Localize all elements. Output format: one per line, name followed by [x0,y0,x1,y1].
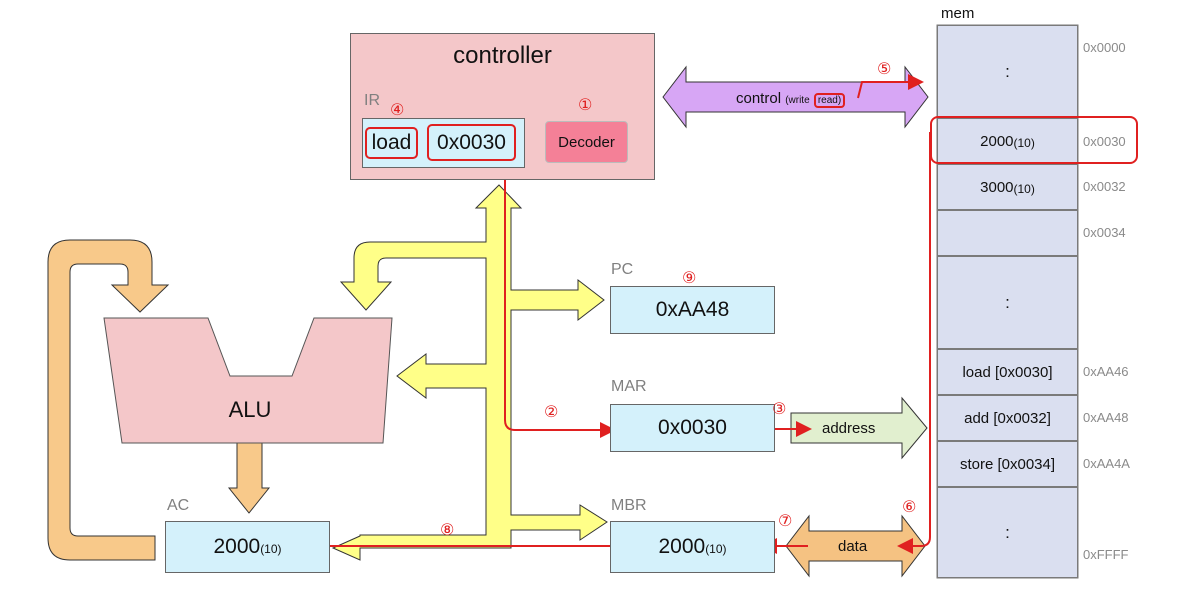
address-bus-label: address [822,420,876,437]
mbr-value: 2000 [658,535,706,558]
step-marker-6: ⑥ [902,499,917,516]
data-bus-label: data [838,538,868,555]
memory-cell-content: load [0x0030] [962,363,1053,381]
memory-address: 0xAA46 [1083,364,1129,379]
mbr-label: MBR [611,497,647,514]
alu-label: ALU [228,397,272,422]
memory-cell: : [937,25,1078,118]
memory-cell-radix: (10) [1013,136,1035,150]
memory-cell: store [0x0034] [937,441,1078,487]
control-bus-label: control (write read) [736,90,846,108]
memory-cell-content: : [1005,522,1010,542]
memory-cell: 2000(10) [937,118,1078,164]
ac-value-radix: (10) [260,542,282,556]
memory-cell [937,210,1078,256]
control-write-label: (write [785,95,810,106]
ir-label: IR [364,92,380,109]
decoder-box: Decoder [545,121,628,163]
pc-label: PC [611,261,634,278]
memory-cell-content: : [1005,292,1010,312]
memory-address: 0x0030 [1083,134,1126,149]
ir-opcode: load [365,127,418,159]
step-marker-4: ④ [390,102,405,119]
memory-address: 0xAA4A [1083,456,1130,471]
memory-highlight [930,116,1138,164]
mbr-value-radix: (10) [705,542,727,556]
memory-address: 0x0000 [1083,40,1126,55]
memory-cell-content: : [1005,61,1010,81]
memory-cell: add [0x0032] [937,395,1078,441]
step-marker-2: ② [544,404,559,421]
control-read-label: read) [813,93,846,108]
step-marker-5: ⑤ [877,61,892,78]
memory-cell: 3000(10) [937,164,1078,210]
memory-cell-content: add [0x0032] [964,409,1051,427]
ac-register: 2000(10) [165,521,330,573]
step-marker-9: ⑨ [682,270,697,287]
memory-address: 0xAA48 [1083,410,1129,425]
internal-bus [331,184,608,561]
step-marker-1: ① [578,97,593,114]
memory-address: 0x0034 [1083,225,1126,240]
mar-label: MAR [611,378,647,395]
memory-address: 0x0032 [1083,179,1126,194]
step-marker-8: ⑧ [440,522,455,539]
memory-title: mem [941,5,975,22]
memory-address: 0xFFFF [1083,547,1129,562]
address-bus-arrow [790,396,928,460]
control-label: control [736,90,782,107]
memory-cell-radix: (10) [1013,182,1035,196]
pc-register: 0xAA48 [610,286,775,334]
controller-title: controller [453,42,552,69]
alu-to-ac-arrow [227,442,271,514]
ac-label: AC [167,497,190,514]
mbr-register: 2000(10) [610,521,775,573]
ac-value: 2000 [213,535,261,558]
memory-to-data-path [897,132,931,554]
memory-cell: load [0x0030] [937,349,1078,395]
step-marker-7: ⑦ [778,513,793,530]
read-signal-path [857,74,924,99]
memory-cell-content: 3000 [980,178,1014,196]
ir-operand: 0x0030 [427,124,516,161]
mar-register: 0x0030 [610,404,775,452]
alu-shape [103,317,393,444]
memory-cell: : [937,256,1078,349]
step-marker-3: ③ [772,401,787,418]
memory-cell-content: 2000 [980,132,1014,150]
alu-feedback-loop [47,239,170,561]
memory-cell-content: store [0x0034] [959,455,1056,473]
memory-cell: : [937,487,1078,578]
operand-to-mar-path [504,160,616,438]
